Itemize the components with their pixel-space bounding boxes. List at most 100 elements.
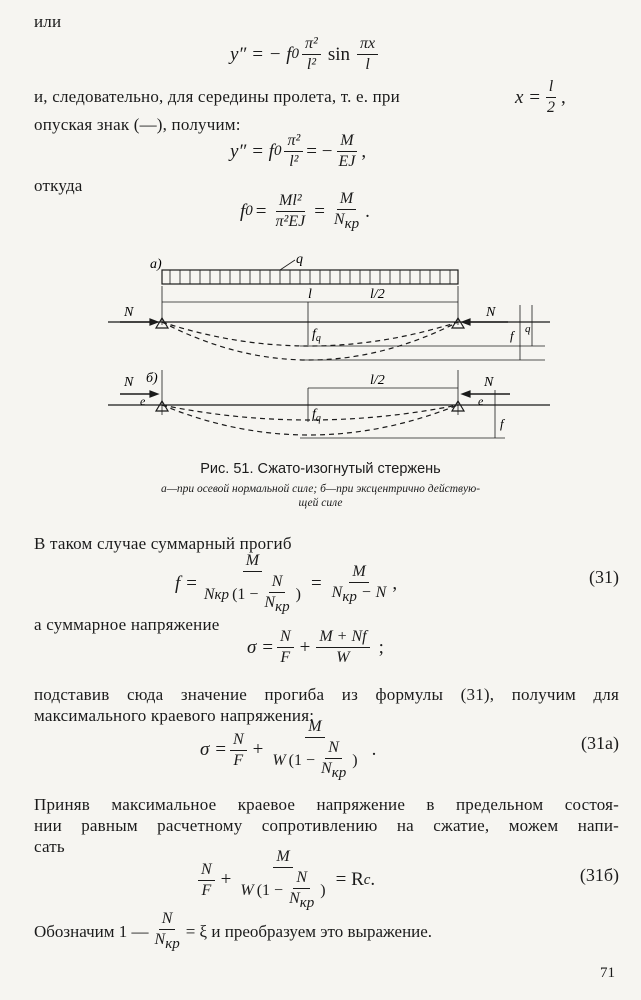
eq3-eq: = — [255, 200, 267, 222]
eq1-fn: sin — [327, 43, 351, 65]
eq31a-den2a: W — [272, 751, 286, 769]
sigma-tail: ; — [378, 636, 384, 658]
eq31a-inner-den-main: N — [321, 760, 332, 777]
para6-b: = ξ и преобразуем это выражение. — [185, 921, 433, 941]
label-f-right-a: f — [510, 328, 516, 343]
text-ili: или — [34, 12, 62, 31]
text-para5-b: нии равным расчетному сопротивлению на с… — [34, 816, 619, 835]
eq31b-inner-num: N — [293, 869, 311, 889]
equation-number-31b: (31б) — [579, 865, 619, 885]
xmid-num: l — [545, 78, 557, 98]
eq31-den2: Nкр − N — [329, 583, 390, 606]
eq31b-inner-den: Nкр — [286, 889, 317, 912]
eq2-tail: , — [361, 140, 367, 162]
eq3-num1: Ml² — [276, 192, 305, 213]
label-fq-b: fq — [312, 407, 321, 424]
eq2-lhs: y″ = f — [230, 140, 274, 162]
sigma-den1: F — [280, 649, 291, 666]
eq3-den2-sub: кр — [344, 216, 360, 233]
eq2-num2: M — [337, 132, 357, 152]
eq31a-lhs: σ = — [200, 739, 227, 761]
figure-caption-sub2: щей силе — [298, 497, 343, 509]
eq31a-plus: + — [252, 739, 264, 761]
xi-num: N — [158, 910, 176, 930]
equation-number-31: (31) — [589, 567, 619, 587]
eq31-tail: , — [392, 573, 398, 595]
text-otkuda: откуда — [34, 176, 83, 195]
text-para5-a: Приняв максимальное краевое напряжение в… — [34, 795, 619, 814]
eq31b-den1: F — [201, 881, 212, 899]
label-fq-right-a: q — [525, 323, 531, 335]
eq1-num2: πx — [357, 35, 379, 55]
eq31-num2: M — [349, 563, 369, 583]
eq31b-sub: c — [363, 871, 371, 888]
eq31a-den1: F — [233, 751, 244, 769]
eq31-eq: = — [310, 573, 322, 595]
eq31b-inner-den-main: N — [289, 890, 300, 907]
label-q: q — [296, 252, 303, 267]
eq3-sub: 0 — [245, 203, 253, 220]
eq31b-plus: + — [220, 869, 232, 891]
eq31b-num1: N — [198, 861, 215, 881]
eq31-den-a: N — [203, 585, 215, 603]
text-para2: В таком случае суммарный прогиб — [34, 534, 292, 553]
eq31a-inner-den: Nкр — [318, 759, 349, 782]
eq31a-inner-num: N — [325, 739, 342, 759]
eq31a-num2: M — [305, 718, 325, 738]
sigma-num2: M + Nf — [316, 628, 370, 648]
eq31b-num2: M — [273, 848, 293, 868]
eq31b-close: ) — [320, 881, 326, 899]
eq31-den-close: ) — [295, 585, 301, 603]
eq3-eq2: = — [314, 200, 325, 222]
label-f-right-b: f — [500, 416, 506, 431]
label-a: а) — [150, 257, 162, 272]
eq1-den: l² — [306, 56, 317, 73]
eq31a-close: ) — [352, 751, 358, 769]
eq31b-tail: . — [370, 869, 376, 891]
sigma-den2: W — [336, 649, 350, 666]
eq1-num: π² — [302, 35, 321, 55]
fq-b-sub: q — [316, 413, 321, 424]
eq31-den-b: (1 − — [232, 585, 259, 603]
eq31b-eq: = R — [335, 869, 364, 891]
fq-a-sub: q — [316, 333, 321, 344]
sigma-lhs: σ = — [247, 636, 274, 658]
eq3-den2-main: N — [333, 211, 345, 228]
text-para4-a: подставив сюда значение прогиба из форму… — [34, 685, 619, 704]
eq31-num: M — [242, 552, 263, 572]
para6-a: Обозначим 1 — — [34, 921, 149, 941]
figure-caption-title: Рис. 51. Сжато-изогнутый стержень — [200, 461, 441, 477]
sigma-num1: N — [276, 628, 294, 648]
text-para1-b: опуская знак (—), получим: — [34, 115, 241, 134]
xi-den-main: N — [154, 931, 166, 948]
eq3-lhs: f — [240, 200, 246, 222]
eq31-den2-sub: кр — [342, 588, 357, 605]
eq31-lhs: f = — [175, 573, 198, 595]
figure-caption-sub1: а—при осевой нормальной силе; б—при эксц… — [160, 483, 481, 495]
label-N-right-a: N — [485, 305, 496, 320]
deflection-curve-b1 — [161, 404, 459, 421]
eq3-den1: π²EJ — [275, 213, 306, 231]
xi-den: Nкр — [152, 930, 183, 953]
figure-51-diagram: а) q N N l l/2 fq f q б) N N e e l/2 fq … — [108, 252, 550, 439]
eq1-den2: l — [365, 56, 370, 73]
deflection-curve-q — [161, 321, 459, 347]
